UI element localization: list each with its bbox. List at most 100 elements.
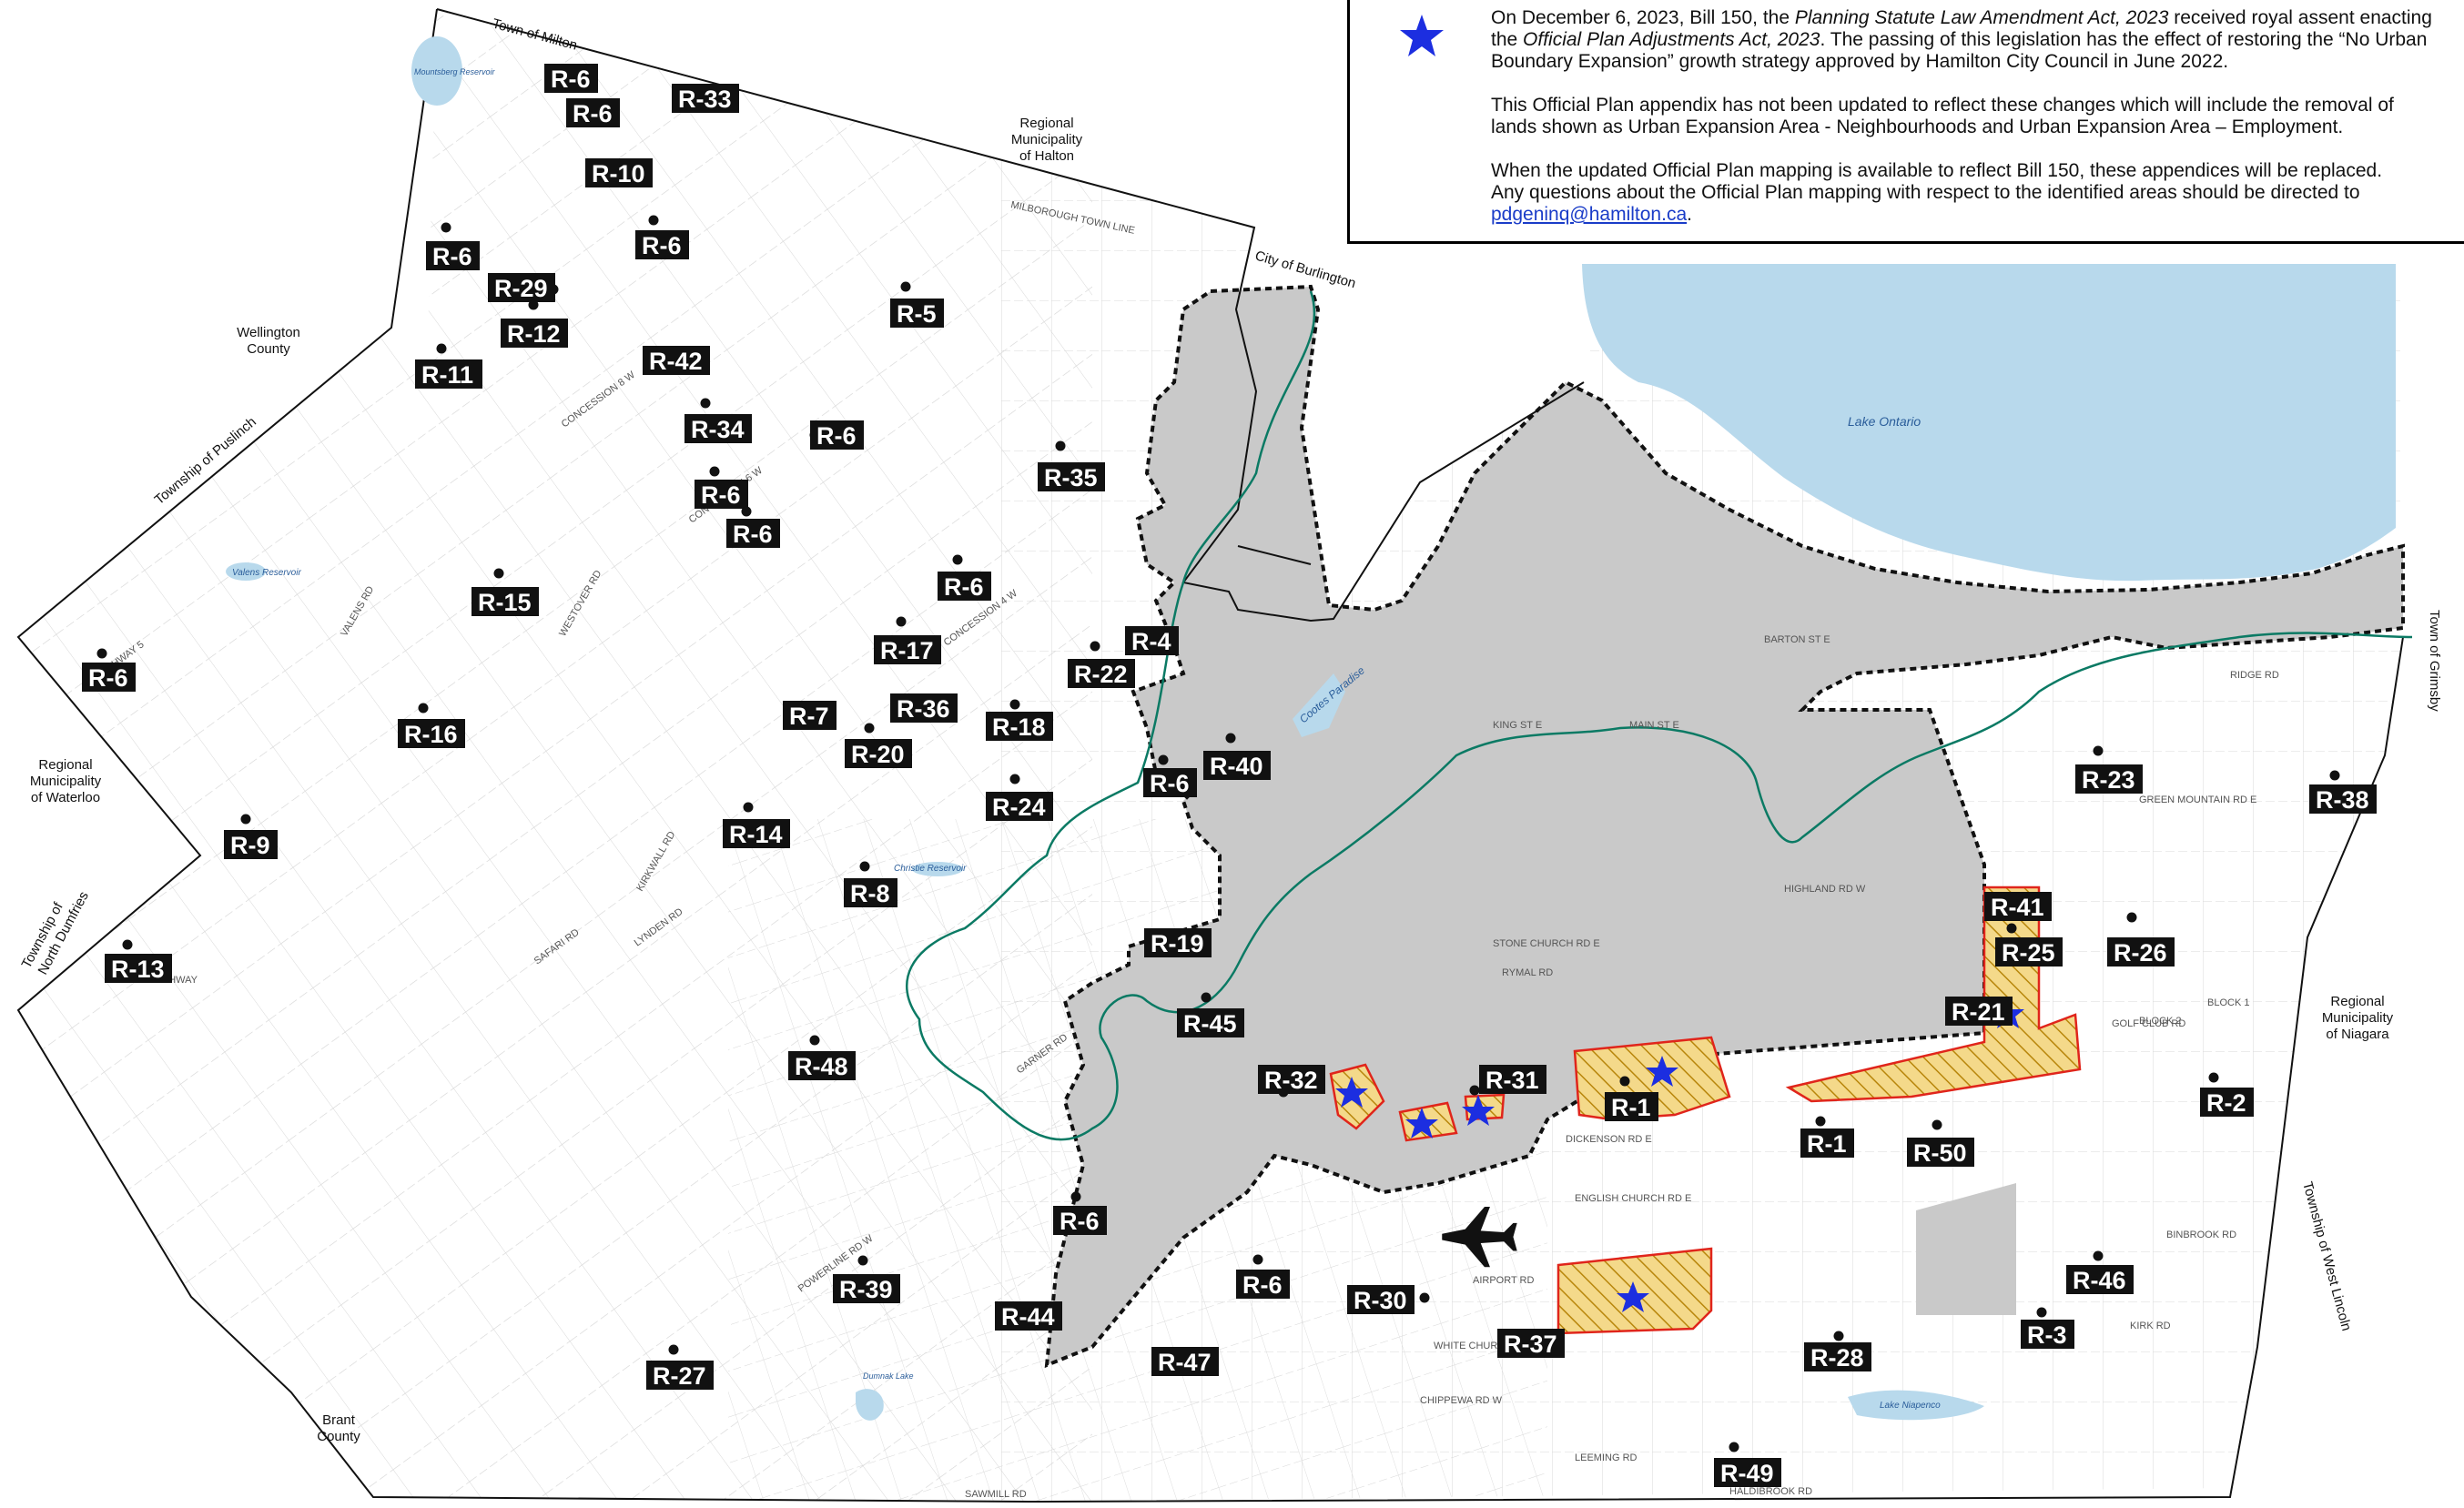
svg-text:ENGLISH CHURCH RD E: ENGLISH CHURCH RD E <box>1575 1193 1691 1204</box>
site-label-box <box>986 712 1053 741</box>
site-label-r38: R-38 <box>2309 770 2377 814</box>
site-label-text: R-6 <box>1242 1271 1283 1299</box>
site-label-box <box>566 98 620 127</box>
site-label-text: R-26 <box>2114 939 2167 967</box>
label-niagara-2: Municipality <box>2322 1010 2394 1026</box>
site-label-text: R-49 <box>1720 1460 1774 1487</box>
site-label-text: R-6 <box>1150 770 1190 797</box>
site-label-box <box>788 1051 856 1080</box>
site-dot <box>2093 1250 2104 1261</box>
site-label-box <box>890 693 958 723</box>
svg-text:MAIN ST E: MAIN ST E <box>1629 720 1679 731</box>
lake-ontario <box>1582 264 2396 582</box>
site-label-r5: R-5 <box>890 281 944 328</box>
site-label-box <box>2309 784 2377 814</box>
site-dot <box>859 861 870 872</box>
site-label-r22: R-22 <box>1068 641 1135 688</box>
label-brant-2: County <box>317 1429 360 1444</box>
svg-text:BLOCK 2: BLOCK 2 <box>2139 1016 2181 1027</box>
site-label-r34: R-34 <box>684 398 752 443</box>
site-label-text: R-29 <box>494 275 548 302</box>
site-label-text: R-33 <box>678 86 732 113</box>
site-label-box <box>1125 626 1179 655</box>
site-label-box <box>1347 1285 1415 1314</box>
site-label-text: R-28 <box>1810 1344 1864 1371</box>
site-label-box <box>585 158 653 187</box>
mountsberg-reservoir <box>411 36 462 106</box>
label-mountsberg: Mountsberg Reservoir <box>414 67 496 76</box>
site-label-text: R-17 <box>880 637 934 664</box>
site-dot <box>418 703 429 714</box>
greenbelt-line <box>905 290 2413 1141</box>
site-label-r3: R-3 <box>2021 1307 2074 1349</box>
site-label-text: R-15 <box>478 589 532 616</box>
site-label-r41: R-41 <box>1984 892 2052 921</box>
contact-email-link[interactable]: pdgeninq@hamilton.ca <box>1491 204 1688 225</box>
site-label-text: R-37 <box>1504 1331 1557 1358</box>
label-niagara-3: of Niagara <box>2326 1027 2389 1042</box>
site-dot <box>1419 1292 1430 1303</box>
site-label-r6f: R-6 <box>695 466 748 509</box>
site-label-text: R-35 <box>1044 464 1098 491</box>
site-label-text: R-2 <box>2206 1089 2246 1117</box>
site-label-r42: R-42 <box>643 346 710 375</box>
site-dot <box>96 648 107 659</box>
site-label-r29: R-29 <box>488 273 559 302</box>
site-dot <box>2006 923 2017 934</box>
site-label-text: R-6 <box>701 481 741 509</box>
site-dot <box>1619 1076 1630 1087</box>
svg-text:STONE CHURCH RD E: STONE CHURCH RD E <box>1493 938 1600 949</box>
label-lake-ontario: Lake Ontario <box>1848 414 1921 429</box>
site-dot <box>493 568 504 579</box>
site-label-box <box>1053 1206 1107 1235</box>
label-halton-3: of Halton <box>1019 148 1074 164</box>
site-label-text: R-6 <box>1060 1208 1100 1235</box>
site-label-box <box>105 954 172 983</box>
site-label-text: R-19 <box>1151 930 1204 957</box>
site-label-text: R-31 <box>1485 1067 1539 1094</box>
site-label-text: R-24 <box>992 794 1046 821</box>
site-label-r27: R-27 <box>646 1344 714 1390</box>
site-label-box <box>2021 1320 2074 1349</box>
site-dot <box>1833 1331 1844 1341</box>
label-halton-1: Regional <box>1019 116 1073 131</box>
site-label-text: R-36 <box>897 695 950 723</box>
site-label-r48: R-48 <box>788 1035 856 1080</box>
site-label-text: R-3 <box>2027 1321 2067 1349</box>
site-label-box <box>1177 1008 1244 1037</box>
site-dot <box>1070 1191 1081 1202</box>
site-label-r35: R-35 <box>1038 440 1105 491</box>
site-label-r10: R-10 <box>585 158 653 187</box>
airplane-icon <box>1442 1207 1517 1268</box>
site-label-text: R-9 <box>230 832 270 859</box>
site-label-text: R-6 <box>733 521 773 548</box>
site-label-box <box>874 635 941 664</box>
site-label-text: R-6 <box>944 573 984 601</box>
site-dot <box>896 616 907 627</box>
svg-text:KING ST E: KING ST E <box>1493 720 1542 731</box>
site-label-box <box>1907 1138 1974 1167</box>
site-label-r12: R-12 <box>501 299 568 348</box>
notice-paragraph-3: When the updated Official Plan mapping i… <box>1491 160 2383 225</box>
site-dot <box>1090 641 1100 652</box>
site-label-box <box>1038 462 1105 491</box>
cootes-paradise <box>1293 673 1345 737</box>
site-dot <box>2036 1307 2047 1318</box>
site-label-box <box>684 414 752 443</box>
site-label-text: R-12 <box>507 320 561 348</box>
site-label-text: R-7 <box>789 703 829 730</box>
site-label-box <box>723 819 790 848</box>
site-label-r28: R-28 <box>1804 1331 1871 1371</box>
site-label-r39: R-39 <box>833 1255 900 1303</box>
star-icon <box>1646 1056 1678 1087</box>
site-dot <box>648 215 659 226</box>
site-label-r6k: R-6 <box>1053 1191 1107 1235</box>
site-label-r15: R-15 <box>472 568 539 616</box>
site-dot <box>743 802 754 813</box>
site-dot <box>2093 745 2104 756</box>
site-dot <box>1729 1442 1739 1452</box>
site-label-r45: R-45 <box>1177 992 1244 1037</box>
site-label-r6d: R-6 <box>426 222 480 270</box>
star-icon <box>1617 1281 1649 1312</box>
